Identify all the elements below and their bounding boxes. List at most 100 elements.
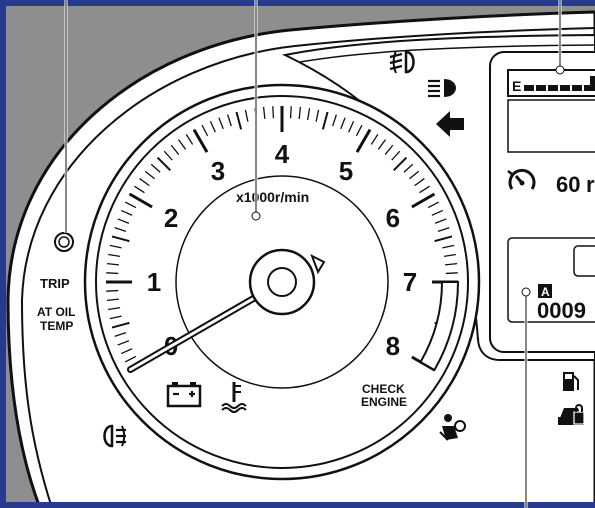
tachometer-unit-label: x1000r/min xyxy=(236,189,309,205)
fuel-empty-label: E xyxy=(512,78,521,94)
minor-tick xyxy=(120,348,133,355)
minor-tick xyxy=(384,144,394,155)
minor-tick xyxy=(111,235,130,243)
cluster-housing-lower-line xyxy=(21,299,53,508)
minor-tick xyxy=(445,262,458,266)
cruise-control-icon xyxy=(507,168,536,190)
minor-tick xyxy=(442,244,455,249)
cruise-unit-fragment: r xyxy=(586,172,595,197)
fuel-bar xyxy=(572,85,582,91)
red-zone-band xyxy=(419,281,460,372)
odometer-reading: 0009 xyxy=(537,298,586,323)
front-fog-light-icon xyxy=(389,50,415,74)
minor-tick xyxy=(124,201,137,209)
minor-tick xyxy=(393,156,408,171)
minor-tick xyxy=(109,315,122,320)
minor-tick xyxy=(124,355,137,363)
minor-tick xyxy=(332,114,338,127)
fuel-warning-icon xyxy=(563,372,579,391)
minor-tick xyxy=(144,170,155,180)
at-oil-temp-label-line1: AT OIL xyxy=(37,305,75,319)
tachometer-number-7: 7 xyxy=(403,267,417,297)
minor-tick xyxy=(178,139,187,150)
minor-tick xyxy=(106,289,119,292)
minor-tick xyxy=(201,124,209,137)
minor-tick xyxy=(437,226,450,232)
minor-tick xyxy=(431,209,444,216)
minor-tick xyxy=(272,106,275,119)
minor-tick xyxy=(218,117,224,130)
airbag-warning-icon xyxy=(439,414,466,441)
minor-tick xyxy=(409,170,420,180)
minor-tick xyxy=(185,134,194,145)
trip-reset-knob[interactable] xyxy=(54,232,74,252)
frame-bottom xyxy=(0,502,595,508)
minor-tick xyxy=(434,235,453,243)
tachometer-number-8: 8 xyxy=(386,331,400,361)
minor-tick xyxy=(427,201,440,209)
minor-tick xyxy=(117,218,130,224)
minor-tick xyxy=(443,253,456,257)
minor-tick xyxy=(445,272,458,275)
coolant-temperature-icon xyxy=(221,382,247,413)
major-tick xyxy=(128,192,153,209)
cruise-speed: 60 xyxy=(556,172,580,197)
needle-hub-tab xyxy=(310,253,326,275)
minor-tick xyxy=(209,120,216,133)
tachometer-numbers: 012345678 xyxy=(147,139,417,361)
minor-tick xyxy=(235,111,243,130)
tachometer-number-1: 1 xyxy=(147,267,161,297)
minor-tick xyxy=(289,106,292,119)
minor-tick xyxy=(244,109,249,122)
minor-tick xyxy=(226,114,232,127)
tachometer-red-zone xyxy=(419,281,460,372)
minor-tick xyxy=(370,134,379,145)
minor-tick xyxy=(108,253,121,257)
fuel-bar xyxy=(536,85,546,91)
fuel-level-bars xyxy=(524,76,595,91)
callout-leaders xyxy=(64,0,565,508)
minor-tick xyxy=(106,298,119,302)
minor-tick xyxy=(106,262,119,266)
fuel-bar xyxy=(560,85,570,91)
minor-tick xyxy=(109,244,122,249)
check-engine-label-line2: ENGINE xyxy=(361,395,407,409)
lcd-upper-window xyxy=(507,99,595,153)
minor-tick xyxy=(403,163,414,173)
minor-tick xyxy=(315,109,320,122)
frame-left xyxy=(0,0,6,508)
tachometer-number-3: 3 xyxy=(211,156,225,186)
minor-tick xyxy=(262,106,266,119)
at-oil-temp-label-line2: TEMP xyxy=(40,319,73,333)
minor-tick xyxy=(298,106,302,119)
minor-tick xyxy=(419,185,430,194)
odometer-mode-box xyxy=(538,284,552,298)
fuel-bar xyxy=(584,85,594,91)
minor-tick xyxy=(355,124,363,137)
minor-tick xyxy=(139,178,150,187)
frame-top xyxy=(0,0,595,6)
minor-tick xyxy=(340,117,346,130)
cluster-housing-inner-line xyxy=(21,27,595,301)
odometer-mode: A xyxy=(541,285,550,299)
major-tick xyxy=(411,192,436,209)
minor-tick xyxy=(170,144,180,155)
minor-tick xyxy=(120,209,133,216)
fuel-bar xyxy=(548,85,558,91)
minor-tick xyxy=(114,226,127,232)
minor-tick xyxy=(134,185,145,194)
trip-label: TRIP xyxy=(40,276,70,291)
needle-hub-center xyxy=(267,267,297,297)
tachometer-number-2: 2 xyxy=(164,203,178,233)
trip-reset-knob-inner xyxy=(58,236,70,248)
lcd-trip-window xyxy=(573,245,595,277)
minor-tick xyxy=(114,332,127,338)
minor-tick xyxy=(117,340,130,346)
callout-dot-fuel xyxy=(555,65,565,75)
fuel-bar-full-marker xyxy=(590,76,595,91)
minor-tick xyxy=(434,218,447,224)
minor-tick xyxy=(108,307,121,311)
callout-dot-tachometer xyxy=(251,211,261,221)
major-tick xyxy=(192,128,209,153)
minor-tick xyxy=(156,156,171,171)
